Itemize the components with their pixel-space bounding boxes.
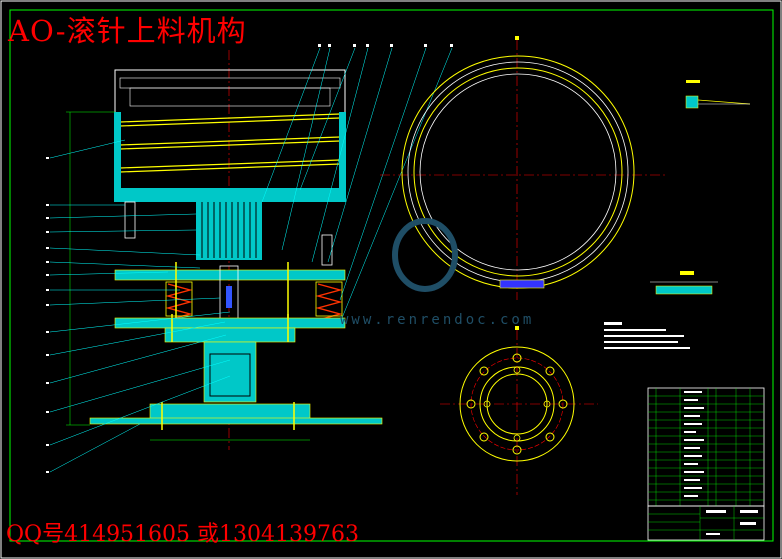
ring-outer: [401, 55, 635, 289]
main-section-view: [46, 44, 453, 473]
drawing-title: AO-滚针上料机构: [8, 14, 247, 48]
watermark-logo: [392, 218, 458, 292]
contact-info: QQ号414951605 或1304139763: [6, 522, 360, 547]
balloon-marks-left: [46, 157, 49, 473]
watermark-url: www.renrendoc.com: [340, 312, 535, 328]
dimension-lines: [66, 111, 310, 441]
flange-bolt-holes: [466, 353, 568, 455]
flange-outer: [459, 346, 575, 462]
balloon-marks-top: [318, 44, 453, 47]
upper-base-plate: [114, 269, 346, 281]
support-column: [203, 341, 257, 403]
parts-list: [647, 387, 765, 507]
support-spring: [165, 283, 343, 321]
detail-views: [650, 80, 751, 295]
middle-base-plate: [114, 317, 346, 329]
technical-notes: [604, 322, 690, 349]
ring-inner: [419, 73, 617, 271]
mounting-plate: [89, 417, 383, 425]
flange-bore: [486, 373, 548, 435]
flange-plan-view: [440, 326, 598, 495]
ring-outlet: [499, 279, 545, 289]
hopper-wall: [114, 112, 346, 260]
vibrator-fins: [201, 202, 257, 258]
spiral-track: [119, 113, 341, 173]
title-block: [647, 505, 765, 541]
ring-plan-view: [380, 36, 668, 300]
leader-lines-left: [49, 139, 231, 473]
drawing-border: [9, 9, 774, 542]
